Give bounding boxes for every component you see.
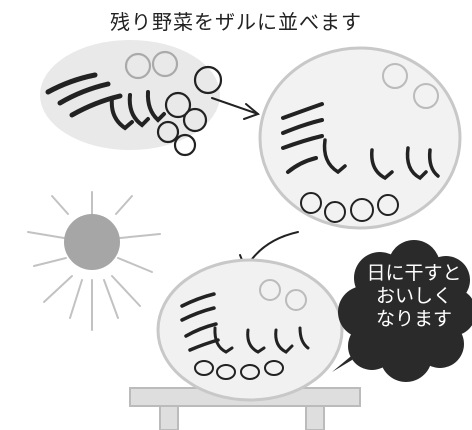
bubble-line: おいしく <box>375 285 452 307</box>
bubble-line: 日に干すと <box>366 262 462 284</box>
sun-icon <box>27 191 161 331</box>
arrow-icon <box>211 97 260 120</box>
bubble-line: なります <box>375 308 452 330</box>
speech-bubble-text: 日に干すと おいしく なります <box>355 262 472 331</box>
vegetables-icon <box>40 40 223 157</box>
illustration-title: 残り野菜をザルに並べます <box>110 10 362 34</box>
speech-bubble-icon <box>332 240 472 382</box>
colander-icon <box>156 258 344 402</box>
colander-icon <box>258 46 462 230</box>
